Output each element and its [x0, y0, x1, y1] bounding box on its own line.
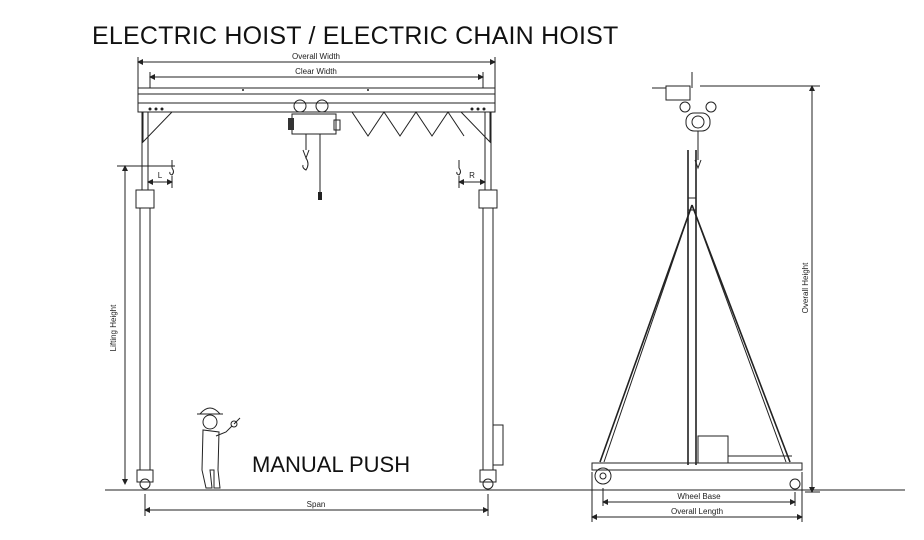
- electric-chain-hoist: [288, 99, 341, 200]
- clear-width-label: Clear Width: [295, 67, 337, 76]
- wheel-base-label: Wheel Base: [677, 492, 721, 501]
- overall-length-label: Overall Length: [671, 507, 723, 516]
- side-hoist: [679, 101, 717, 170]
- left-upright: [135, 112, 155, 490]
- lifting-height-label: Lifting Height: [109, 304, 118, 351]
- front-view: Overall Width Clear Width L R Lifting He…: [109, 52, 504, 516]
- left-approach-label: L: [158, 171, 163, 180]
- manual-push-caption: MANUAL PUSH: [252, 452, 411, 477]
- side-view: Overall Height Wheel Base Overall Length: [591, 72, 820, 522]
- worker-figure: [197, 407, 241, 489]
- overall-width-label: Overall Width: [292, 52, 340, 61]
- diagram-title: ELECTRIC HOIST / ELECTRIC CHAIN HOIST: [92, 22, 619, 50]
- right-approach-label: R: [469, 171, 475, 180]
- span-label: Span: [307, 500, 326, 509]
- overall-height-label: Overall Height: [801, 262, 810, 313]
- top-beam: [137, 87, 496, 95]
- right-upright: [478, 112, 504, 490]
